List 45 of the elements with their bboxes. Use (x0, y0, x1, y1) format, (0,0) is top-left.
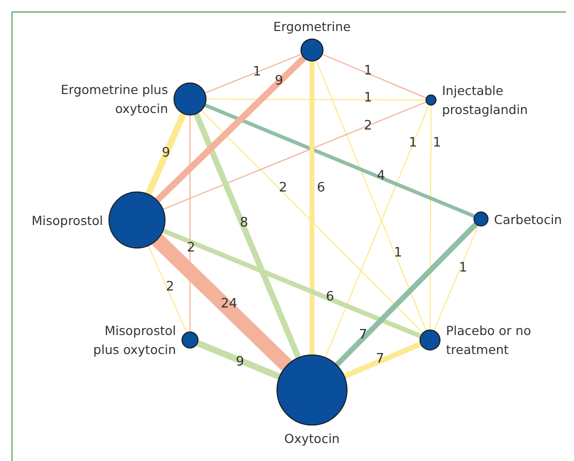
connector-line (310, 61, 314, 355)
connector-line (204, 54, 302, 94)
edge-label: 1 (252, 64, 262, 80)
node-label: Oxytocin (283, 430, 341, 448)
edge-label: 1 (458, 260, 468, 276)
connector-line (152, 234, 292, 371)
edge-label: 9 (274, 74, 284, 88)
edge-label: 9 (162, 146, 170, 160)
edge-label: 2 (166, 280, 174, 294)
connector-line (343, 341, 422, 379)
edge-label: 1 (394, 246, 402, 260)
connector-line (162, 228, 422, 338)
connector-line (145, 112, 187, 196)
node-label: Misoprostol plus oxytocin (92, 322, 176, 359)
node-label: Injectable prostaglandin (442, 82, 529, 119)
connector-line (206, 98, 426, 101)
node-label: Placebo or no treatment (446, 322, 532, 359)
connector-line (433, 225, 479, 331)
edge-label: 2 (364, 118, 372, 134)
connector-line (154, 55, 306, 203)
connector-line (193, 112, 302, 359)
connector-line (196, 340, 281, 380)
edge-label: 8 (240, 216, 248, 230)
edge-label: 2 (278, 180, 288, 196)
node-label: Carbetocin (494, 210, 563, 228)
edge-label: 2 (186, 240, 196, 256)
edge-label: 1 (364, 64, 372, 78)
node-label: Misoprostol (30, 212, 103, 230)
connector-line (316, 60, 427, 331)
connector-line (189, 115, 191, 332)
node-label: Ergometrine plus oxytocin (60, 81, 168, 118)
edge-label: 6 (326, 290, 334, 304)
edge-label: 9 (236, 354, 244, 370)
connector-line (324, 104, 430, 358)
connector-line (204, 103, 476, 218)
edge-label: 1 (432, 136, 442, 150)
connector-line (148, 245, 188, 333)
connector-line (430, 105, 432, 330)
connector-line (322, 54, 427, 99)
edge-label: 24 (220, 296, 238, 312)
edge-label: 6 (316, 180, 326, 196)
connector-line (334, 222, 478, 367)
node-label: Ergometrine (272, 18, 352, 36)
connector-line (162, 101, 427, 210)
connector-line (200, 110, 424, 334)
